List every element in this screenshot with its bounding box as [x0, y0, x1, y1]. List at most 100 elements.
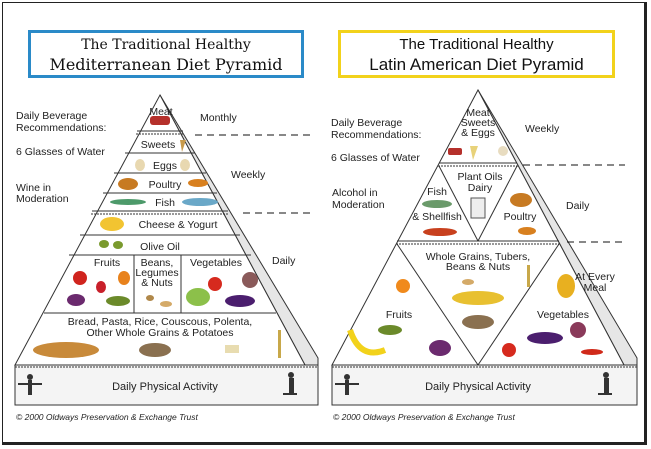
- roast-chicken-icon: [510, 193, 532, 207]
- tier-poultry: Poultry: [149, 179, 182, 191]
- tier-eggs: Eggs: [153, 160, 177, 172]
- meat-icon: [150, 116, 170, 125]
- tier-grains: Other Whole Grains & Potatoes: [86, 327, 233, 339]
- egg-icon: [498, 146, 508, 156]
- nut-icon: [146, 295, 154, 301]
- tier-fish-shellfish: Fish: [427, 186, 447, 198]
- chili-pepper-icon: [581, 349, 603, 355]
- ice-cream-icon: [180, 140, 186, 152]
- banana-icon: [347, 328, 387, 356]
- olive-icon: [99, 240, 109, 248]
- beverage-label: Recommendations:: [331, 129, 421, 141]
- potato-icon: [462, 315, 494, 329]
- latin-title-line1: The Traditional Healthy: [399, 36, 554, 53]
- tier-meat-sweets-eggs: & Eggs: [461, 127, 495, 139]
- mediterranean-text: Daily Beverage Recommendations: 6 Glasse…: [16, 106, 296, 393]
- frequency-monthly: Monthly: [200, 112, 238, 124]
- latin-title-box: The Traditional Healthy Latin American D…: [338, 30, 615, 78]
- cheese-icon: [100, 217, 124, 231]
- apple-icon: [73, 271, 87, 285]
- tier-olive-oil: Olive Oil: [140, 241, 180, 253]
- chicken-leg-icon: [188, 179, 208, 187]
- orange-icon: [396, 279, 410, 293]
- figure-frame: [2, 2, 647, 445]
- alcohol-label: Alcohol in: [332, 187, 378, 199]
- fish-icon: [422, 200, 452, 208]
- frequency-weekly: Weekly: [231, 169, 266, 181]
- activity-band: [331, 364, 638, 406]
- onion-icon: [570, 322, 586, 338]
- squid-icon: [423, 228, 457, 236]
- latin-copyright: © 2000 Oldways Preservation & Exchange T…: [333, 412, 515, 422]
- tier-beans: Beans,: [141, 257, 174, 269]
- eggplant-icon: [527, 332, 563, 344]
- alcohol-label: Moderation: [332, 199, 385, 211]
- egg-icon: [135, 159, 145, 171]
- meat-icon: [448, 148, 462, 155]
- tier-vegetables: Vegetables: [537, 309, 589, 321]
- latin-food-illustrations: [335, 146, 612, 395]
- tier-meat-sweets-eggs: Meat: [466, 107, 489, 119]
- strawberry-icon: [96, 281, 106, 293]
- activity-band: [14, 364, 319, 406]
- peanut-icon: [462, 279, 474, 285]
- dancer-icon: [335, 374, 359, 395]
- tier-cheese-yogurt: Cheese & Yogurt: [139, 219, 218, 231]
- bread-icon: [33, 342, 99, 358]
- tier-plant-oils-dairy: Plant Oils: [458, 171, 503, 183]
- runner-icon: [283, 372, 297, 395]
- pasta-icon: [225, 345, 239, 353]
- grapes-icon: [429, 340, 451, 356]
- tier-sweets: Sweets: [141, 139, 175, 151]
- tier-grains-tubers: Beans & Nuts: [446, 261, 510, 273]
- wine-label: Wine in: [16, 182, 51, 194]
- frequency-daily: Daily: [272, 255, 296, 267]
- beverage-label: Daily Beverage: [16, 110, 87, 122]
- chicken-leg-icon: [518, 227, 536, 235]
- wheat-icon: [278, 330, 281, 358]
- tier-meat-sweets-eggs: Sweets: [461, 117, 495, 129]
- wine-label: Moderation: [16, 193, 69, 205]
- tier-beans: Legumes: [135, 267, 178, 279]
- tier-fish-shellfish: & Shellfish: [412, 211, 462, 223]
- corn-icon: [452, 291, 504, 305]
- olive-icon: [113, 241, 123, 249]
- mediterranean-title-line2: Mediterranean Diet Pyramid: [49, 55, 283, 74]
- water-label: 6 Glasses of Water: [16, 146, 105, 158]
- mediterranean-title-line1: The Traditional Healthy: [81, 37, 251, 53]
- tomato-icon: [208, 277, 222, 291]
- physical-activity-label: Daily Physical Activity: [425, 381, 531, 393]
- egg-icon: [180, 159, 190, 171]
- tier-fish: Fish: [155, 197, 175, 209]
- avocado-icon: [378, 325, 402, 335]
- tier-fruits: Fruits: [94, 257, 120, 269]
- frequency-daily: Daily: [566, 200, 590, 212]
- roast-chicken-icon: [118, 178, 138, 190]
- tier-grains: Bread, Pasta, Rice, Couscous, Polenta,: [68, 316, 252, 328]
- latin-title-line2: Latin American Diet Pyramid: [369, 55, 584, 74]
- fish-icon: [182, 198, 218, 206]
- tier-meat: Meat: [149, 106, 172, 118]
- frequency-every-meal: At Every: [575, 271, 615, 283]
- beverage-label: Recommendations:: [16, 122, 106, 134]
- eggplant-icon: [225, 295, 255, 307]
- cabbage-icon: [186, 288, 210, 306]
- mediterranean-copyright: © 2000 Oldways Preservation & Exchange T…: [16, 412, 198, 422]
- tier-poultry: Poultry: [504, 211, 537, 223]
- avocado-icon: [106, 296, 130, 306]
- latin-pyramid: [331, 88, 638, 406]
- tier-fruits: Fruits: [386, 309, 412, 321]
- tomato-icon: [502, 343, 516, 357]
- frequency-every-meal: Meal: [584, 282, 607, 294]
- latin-text: Daily Beverage Recommendations: 6 Glasse…: [331, 107, 616, 393]
- peanut-icon: [160, 301, 172, 307]
- onion-icon: [242, 272, 258, 288]
- ice-cream-icon: [470, 146, 478, 160]
- tier-beans: & Nuts: [141, 277, 173, 289]
- water-label: 6 Glasses of Water: [331, 152, 420, 164]
- tier-grains-tubers: Whole Grains, Tubers,: [426, 251, 530, 263]
- tier-plant-oils-dairy: Dairy: [468, 182, 493, 194]
- runner-icon: [598, 372, 612, 395]
- frequency-weekly: Weekly: [525, 123, 560, 135]
